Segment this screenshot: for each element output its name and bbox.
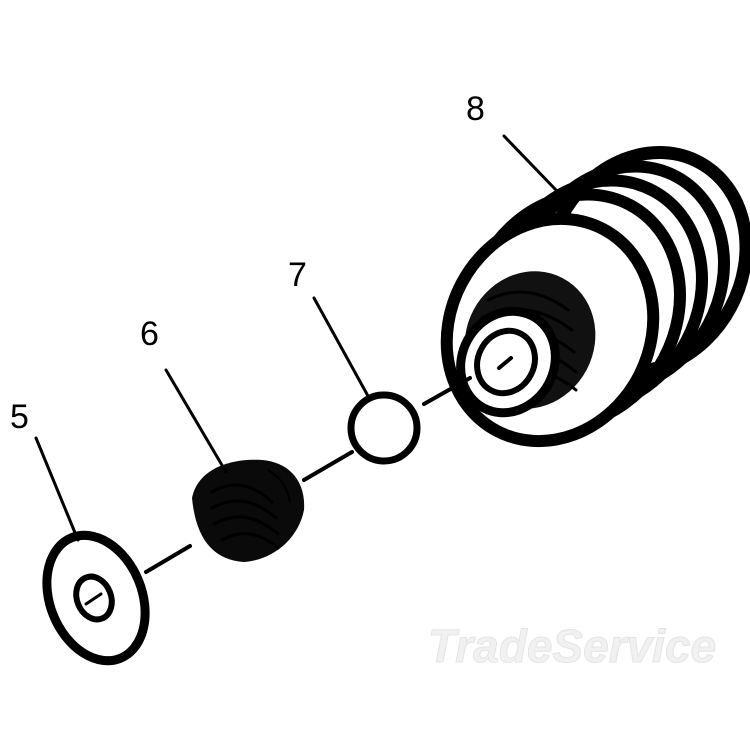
leader-line-5 — [34, 436, 80, 542]
callout-5: 5 — [10, 398, 29, 436]
part-7-ball — [347, 391, 421, 465]
leader-line-8 — [502, 134, 558, 192]
callout-6: 6 — [140, 315, 159, 353]
callout-7: 7 — [288, 256, 307, 294]
watermark-logo: TradeService — [428, 620, 716, 672]
part-6-spring — [192, 459, 305, 562]
callout-8: 8 — [466, 90, 485, 128]
part-8-valve-seat — [440, 146, 750, 448]
leader-line-6 — [164, 368, 228, 474]
part-5-washer — [42, 530, 150, 666]
leader-lines — [34, 134, 558, 542]
assembly-axis — [144, 376, 472, 574]
leader-line-7 — [312, 296, 370, 398]
